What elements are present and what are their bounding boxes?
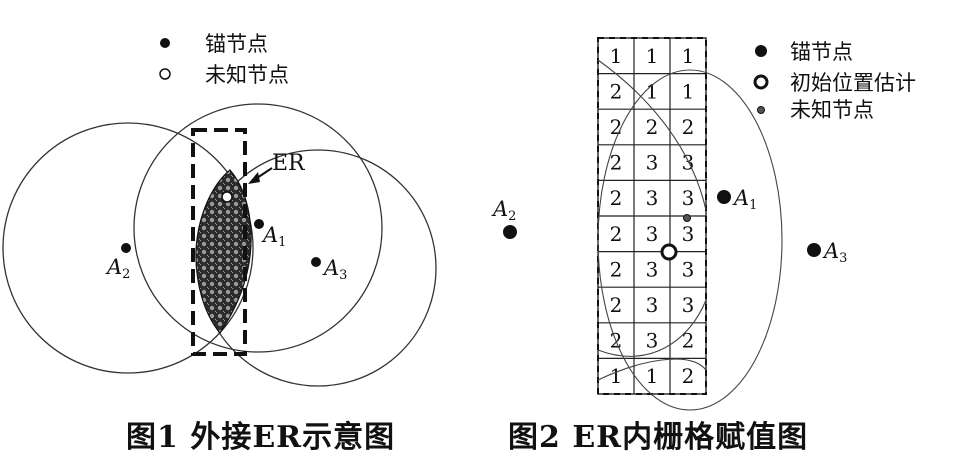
grid-cell-value: 2: [610, 257, 623, 281]
range-arcs: [597, 59, 783, 411]
fig2-anchor-a1: A1: [717, 186, 757, 213]
anchor-label: A1: [261, 223, 286, 250]
fig2-anchor-a2: A2: [491, 197, 517, 239]
legend-unknown-label: 未知节点: [790, 98, 874, 122]
grid-cell-value: 2: [610, 222, 623, 246]
grid-cell-value: 1: [646, 44, 659, 68]
grid-cell-value: 2: [610, 186, 623, 210]
circle-a2: [2, 122, 254, 374]
grid-cell-value: 3: [646, 257, 659, 281]
figure1: 锚节点 未知节点 ER A1 A2 A3: [2, 32, 437, 387]
figure2-legend: 锚节点 初始位置估计 未知节点: [753, 40, 916, 122]
anchor-dot-icon: [121, 243, 131, 253]
anchor-dot-icon: [807, 243, 821, 257]
grid-cell-value: 1: [682, 79, 695, 103]
fig1-anchor-a2: A2: [105, 243, 131, 282]
legend-anchor-label: 锚节点: [790, 40, 853, 64]
er-label: ER: [272, 151, 306, 176]
anchor-label: A1: [732, 186, 757, 213]
grid-cell-value: 1: [646, 364, 659, 388]
legend-anchor-label: 锚节点: [205, 32, 268, 56]
legend-anchor-dot-icon: [755, 45, 767, 57]
er-arrowhead-icon: [248, 172, 260, 184]
grid-cell-value: 3: [646, 186, 659, 210]
grid-cell-value: 1: [646, 79, 659, 103]
grid-cell-value: 2: [682, 329, 695, 353]
fig2-anchor-a3: A3: [807, 239, 847, 266]
anchor-label: A3: [322, 256, 347, 283]
legend-unknown-dot-icon: [159, 68, 171, 80]
grid-cell-value: 3: [682, 186, 695, 210]
grid-cell-value: 3: [682, 293, 695, 317]
grid-dashed-border: [597, 37, 707, 395]
grid-cell-value: 2: [610, 115, 623, 139]
fig1-anchor-a1: A1: [254, 219, 286, 250]
grid-cell-value: 2: [610, 151, 623, 175]
grid-cell-value: 2: [646, 115, 659, 139]
grid-cell-value: 3: [682, 222, 695, 246]
legend-unknown-dot-icon: [757, 106, 765, 114]
grid-cell-value: 1: [682, 44, 695, 68]
range-arc-a2: [597, 59, 707, 211]
anchor-dot-icon: [254, 219, 264, 229]
grid-cell-value: 3: [682, 151, 695, 175]
legend-initial-estimate-ring-icon: [753, 74, 769, 90]
anchor-label: A2: [491, 197, 516, 224]
fig1-anchor-a3: A3: [311, 256, 347, 283]
anchor-label: A2: [105, 255, 130, 282]
anchor-dot-icon: [311, 257, 321, 267]
grid-cell-value: 2: [682, 364, 695, 388]
grid-cell-value: 3: [646, 222, 659, 246]
figure1-legend: 锚节点 未知节点: [159, 32, 289, 87]
unknown-node-dot: [221, 191, 233, 203]
range-arc-a3: [597, 299, 707, 357]
anchor-label: A3: [822, 239, 847, 266]
range-arc-a2-lower: [597, 358, 707, 381]
grid-cell-value: 2: [682, 115, 695, 139]
legend-unknown-label: 未知节点: [205, 63, 289, 87]
grid-cell-value: 3: [646, 293, 659, 317]
figure1-caption: 图1 外接ER示意图: [126, 420, 396, 455]
grid-cell-value: 3: [646, 329, 659, 353]
grid-cell-value: 3: [646, 151, 659, 175]
grid-cell-value: 3: [682, 257, 695, 281]
grid-cell-value: 1: [610, 44, 623, 68]
er-rectangle: [191, 128, 247, 356]
anchor-dot-icon: [717, 190, 731, 204]
grid-cell-value: 2: [610, 293, 623, 317]
range-arc-a1: [597, 69, 783, 411]
initial-estimate-ring: [660, 243, 678, 261]
circle-a1: [133, 103, 383, 353]
legend-initial-estimate-label: 初始位置估计: [790, 71, 916, 95]
unknown-node-dot: [683, 214, 691, 222]
figure2-caption: 图2 ER内栅格赋值图: [508, 420, 809, 455]
grid-cell-value: 2: [610, 79, 623, 103]
legend-anchor-dot-icon: [160, 38, 170, 48]
intersection-region: [195, 169, 252, 335]
anchor-dot-icon: [503, 225, 517, 239]
grid-cell-value: 1: [610, 364, 623, 388]
